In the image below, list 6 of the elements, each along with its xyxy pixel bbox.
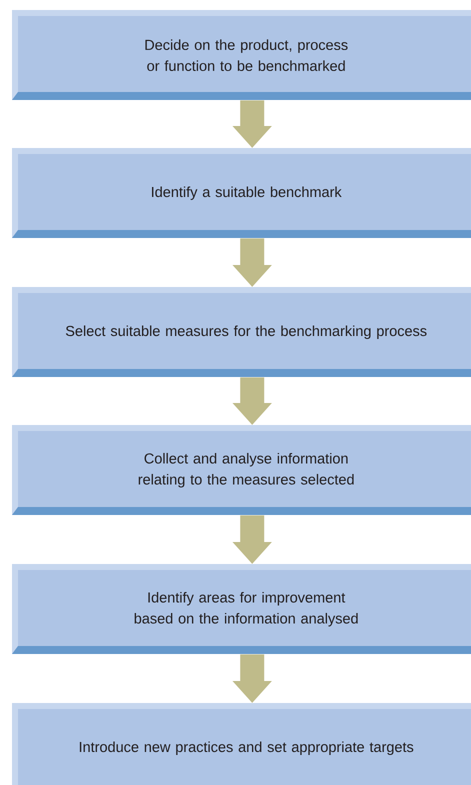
process-box: Identify areas for improvement based on the information analysed [12, 564, 471, 654]
process-box: Collect and analyse information relating to the measures selected [12, 425, 471, 515]
process-box: Introduce new practices and set appropriate targets [12, 703, 471, 785]
process-box: Decide on the product, process or function to be benchmarked [12, 10, 471, 100]
process-box: Identify a suitable benchmark [12, 148, 471, 238]
process-box: Select suitable measures for the benchmarking process [12, 287, 471, 377]
